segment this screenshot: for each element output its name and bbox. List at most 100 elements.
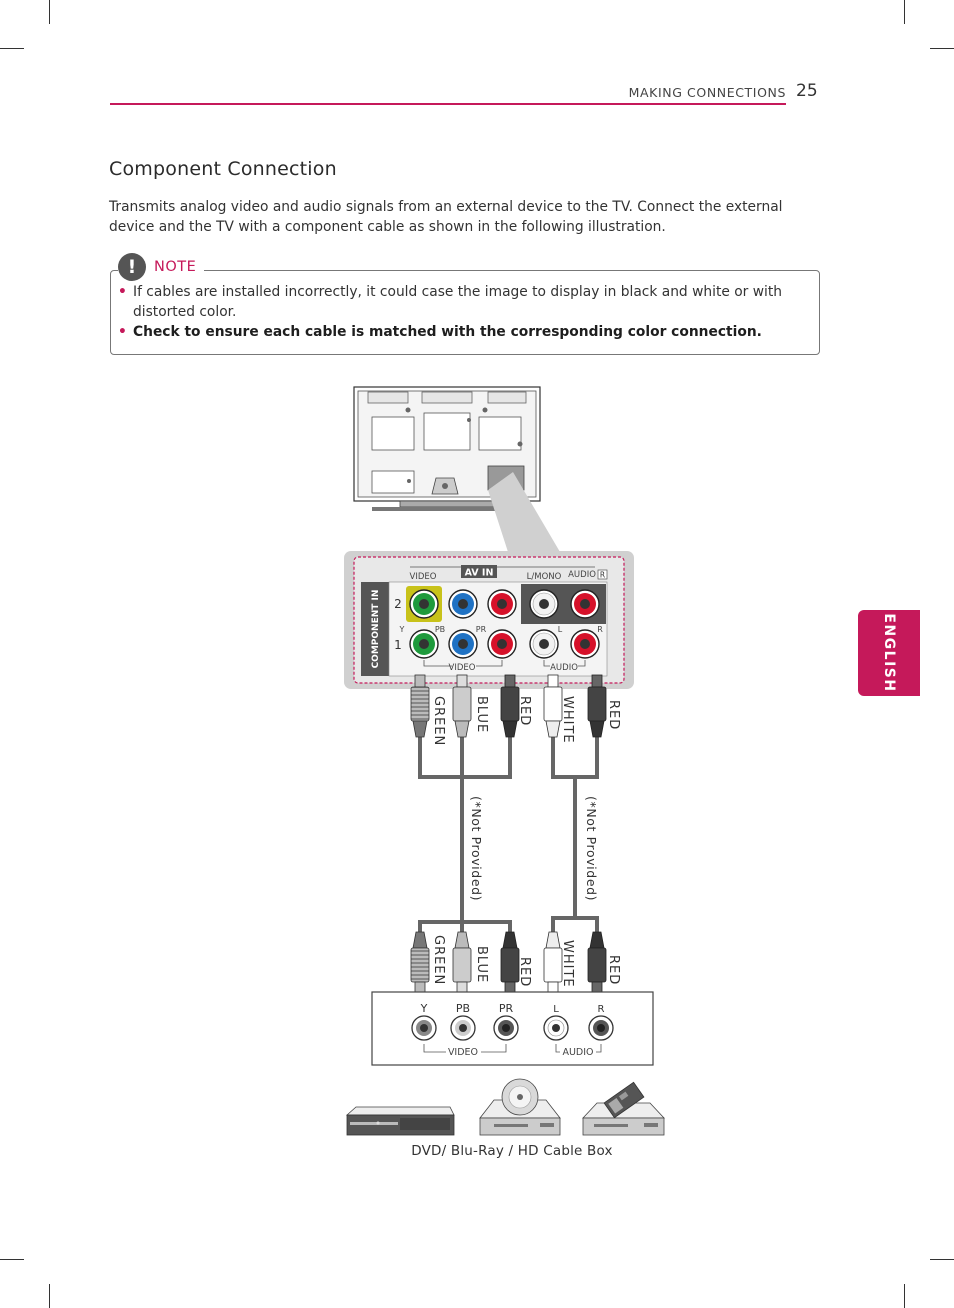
plug-red-bottom [500, 931, 520, 995]
label-blue: BLUE [474, 696, 489, 733]
crop-mark [930, 48, 954, 49]
blu-ray-player-icon [479, 1078, 561, 1136]
jack-white-core [539, 599, 549, 609]
cable-labels-top: GREEN BLUE RED WHITE RED [431, 696, 621, 746]
plug-red-audio-top [587, 674, 607, 738]
crop-mark [930, 1259, 954, 1260]
jack-blue-core [458, 639, 468, 649]
crop-mark [49, 1284, 50, 1308]
plug-green-bottom [410, 931, 430, 995]
plug-blue-bottom [452, 931, 472, 995]
lmono-label: L/MONO [527, 572, 562, 582]
device-r-label: R [598, 1004, 605, 1015]
device-jack-pr [493, 1015, 519, 1041]
note-header: ! NOTE [118, 252, 205, 282]
top-plugs [410, 674, 607, 738]
header-rule [110, 103, 786, 105]
label-red-audio: RED [606, 700, 621, 730]
plug-red-audio-bottom [587, 931, 607, 995]
device-jack-y [411, 1015, 437, 1041]
plug-red-top [500, 674, 520, 738]
note-box [110, 270, 820, 355]
jack-green-core [419, 599, 429, 609]
crop-mark [904, 1284, 905, 1308]
device-jack-l [543, 1015, 569, 1041]
exclamation-icon: ! [118, 253, 146, 281]
device-l-label: L [553, 1004, 559, 1015]
device-caption: DVD/ Blu-Ray / HD Cable Box [411, 1143, 613, 1159]
note-item-text: Check to ensure each cable is matched wi… [133, 324, 762, 340]
dvd-player-icon [345, 1106, 455, 1136]
audio-bottom-label: AUDIO [550, 663, 578, 673]
audio-bracket [543, 660, 586, 667]
page-number: 25 [796, 81, 818, 101]
crop-mark [49, 0, 50, 24]
y-label: Y [399, 625, 405, 634]
r-label: R [597, 625, 603, 634]
l-label: L [558, 625, 563, 634]
note-item: • Check to ensure each cable is matched w… [118, 322, 808, 342]
jack-red-core [497, 599, 507, 609]
note-item: • If cables are installed incorrectly, it… [118, 282, 808, 322]
pb-label: PB [435, 625, 445, 634]
cable-box-icon [582, 1081, 665, 1136]
language-tab: ENGLISH [858, 610, 920, 696]
av-in-badge [461, 565, 497, 578]
cable-labels-bottom: GREEN BLUE RED WHITE RED [431, 935, 621, 988]
r-badge-label: R [600, 571, 605, 580]
not-provided-audio: (*Not Provided) [584, 796, 599, 901]
av-in-label: AV IN [465, 568, 494, 579]
note-item-text: If cables are installed incorrectly, it … [133, 284, 782, 320]
device-pr-label: PR [499, 1002, 514, 1015]
video-top-label: VIDEO [410, 572, 437, 582]
jack-row-2 [409, 589, 600, 619]
jack-red-audio-core [580, 639, 590, 649]
label-white: WHITE [560, 940, 575, 988]
plug-white-top [543, 674, 563, 738]
pr-label: PR [476, 625, 487, 634]
not-provided-video: (*Not Provided) [469, 796, 484, 901]
jack-row-1 [409, 629, 600, 659]
video-bracket [423, 660, 503, 667]
plug-blue-top [452, 674, 472, 738]
device-pb-label: PB [456, 1002, 470, 1015]
device-output-panel: Y PB PR L R VIDEO AUDIO [371, 991, 654, 1066]
crop-mark [904, 0, 905, 24]
jack-blue-core [458, 599, 468, 609]
label-white: WHITE [560, 696, 575, 744]
note-label: NOTE [154, 259, 197, 275]
plug-white-bottom [543, 931, 563, 995]
label-red: RED [517, 957, 532, 987]
label-blue: BLUE [474, 946, 489, 983]
label-red: RED [517, 696, 532, 726]
label-red-audio: RED [606, 955, 621, 985]
section-header: MAKING CONNECTIONS [628, 85, 786, 100]
jack-red-core [497, 639, 507, 649]
label-green: GREEN [431, 935, 446, 985]
jack-red-audio-core [580, 599, 590, 609]
zoom-callout [488, 472, 560, 552]
not-provided-labels: (*Not Provided) (*Not Provided) [469, 796, 599, 901]
device-audio-label: AUDIO [562, 1047, 593, 1058]
device-video-label: VIDEO [448, 1047, 478, 1058]
jack-green-core [419, 639, 429, 649]
device-jack-pb [450, 1015, 476, 1041]
device-jack-r [588, 1015, 614, 1041]
video-bottom-label: VIDEO [449, 663, 476, 673]
component-in-tab [361, 582, 389, 676]
bullet-icon: • [118, 324, 127, 340]
label-green: GREEN [431, 696, 446, 746]
crop-mark [0, 1259, 24, 1260]
row-1-label: 1 [394, 638, 402, 652]
plug-green-top [410, 674, 430, 738]
row-2-label: 2 [394, 597, 402, 611]
page-title: Component Connection [109, 158, 337, 180]
note-list: • If cables are installed incorrectly, it… [118, 282, 808, 342]
audio-top-label: AUDIO [568, 570, 596, 580]
bullet-icon: • [118, 284, 127, 300]
component-in-label: COMPONENT IN [371, 590, 381, 669]
bottom-plugs [410, 931, 607, 995]
device-y-label: Y [420, 1002, 428, 1015]
jack-white-core [539, 639, 549, 649]
